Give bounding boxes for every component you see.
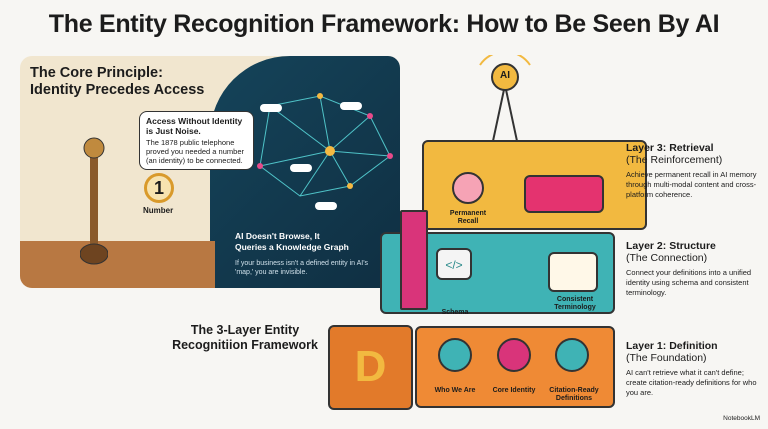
layer-3-subtitle: (The Reinforcement) (626, 154, 723, 166)
knowledge-graph-icon (257, 93, 393, 210)
page-title: The Entity Recognition Framework: How to… (48, 10, 720, 38)
heading-line-2: Identity Precedes Access (30, 82, 205, 98)
desk (20, 241, 215, 288)
item-permanent-recall: Permanent Recall (449, 210, 487, 225)
number-badge: 1 (144, 173, 174, 203)
letter-d-block: D (328, 325, 413, 410)
item-who-we-are: Who We Are (434, 387, 476, 394)
knowledge-graph-text: If your business isn't a defined entity … (235, 260, 369, 276)
magnifier-person-icon (438, 338, 472, 372)
framework-title-line-2: Recognitiion Framework (172, 338, 318, 352)
puzzle-piece-icon (400, 210, 428, 310)
notebooklm-watermark: NotebookLM (723, 415, 760, 422)
layer-1-subtitle: (The Foundation) (626, 352, 707, 364)
item-consistent-terminology: Consistent Terminology (554, 296, 596, 311)
layer-2-subtitle: (The Connection) (626, 252, 708, 264)
ai-badge: AI (500, 70, 510, 81)
layer-3-description: Achieve permanent recall in AI memory th… (626, 170, 757, 199)
layer-3-text: Layer 3: Retrieval (The Reinforcement) A… (626, 142, 761, 200)
layer-3-heading: Layer 3: Retrieval (626, 142, 714, 154)
document-icon (555, 338, 589, 372)
multimedia-icon (524, 175, 604, 213)
book-icon (548, 252, 598, 292)
layer-2-text: Layer 2: Structure (The Connection) Conn… (626, 240, 761, 298)
kg-heading-line-2: Queries a Knowledge Graph (235, 242, 349, 252)
layer-2-heading: Layer 2: Structure (626, 240, 716, 252)
layer-2-description: Connect your definitions into a unified … (626, 268, 752, 297)
framework-title-line-1: The 3-Layer Entity (190, 323, 300, 337)
bubble-text: The 1878 public telephone proved you nee… (146, 138, 244, 165)
core-principle-panel: The Core Principle: Identity Precedes Ac… (20, 56, 400, 288)
code-icon: </> (436, 248, 472, 280)
layer-1-description: AI can't retrieve what it can't define; … (626, 368, 757, 397)
kg-heading-line-1: AI Doesn't Browse, It (235, 231, 320, 241)
heading-line-1: The Core Principle: (30, 65, 163, 81)
layer-1-heading: Layer 1: Definition (626, 340, 718, 352)
brain-icon (452, 172, 484, 204)
ai-tower-icon (479, 55, 531, 155)
knowledge-graph-heading: AI Doesn't Browse, It Queries a Knowledg… (235, 231, 349, 253)
telephone-icon (80, 137, 108, 265)
layer-1-text: Layer 1: Definition (The Foundation) AI … (626, 340, 761, 398)
item-citation-ready-definitions: Citation-Ready Definitions (549, 387, 599, 402)
speech-bubble: Access Without Identity is Just Noise. T… (139, 111, 254, 170)
item-schema: Schema (441, 309, 469, 316)
framework-title: The 3-Layer Entity Recognitiion Framewor… (160, 323, 330, 353)
number-label: Number (143, 206, 174, 215)
core-principle-heading: The Core Principle: Identity Precedes Ac… (30, 65, 204, 99)
shield-check-icon (497, 338, 531, 372)
bubble-heading: Access Without Identity is Just Noise. (146, 116, 243, 136)
item-core-identity: Core Identity (492, 387, 536, 394)
